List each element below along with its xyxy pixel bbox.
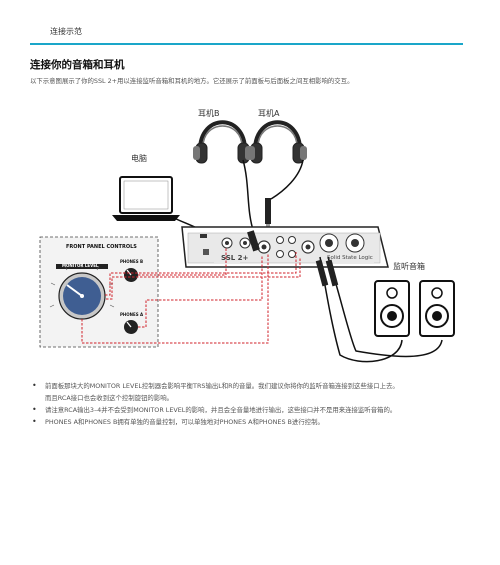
note-line: PHONES A和PHONES B拥有单独的音量控制，可以单独地对PHONES … xyxy=(45,418,324,426)
device-model-label: SSL 2+ xyxy=(221,254,249,262)
speaker-left-icon xyxy=(374,280,410,337)
header-rule xyxy=(30,43,463,45)
monitor-level-knob-icon xyxy=(58,272,106,320)
note-line: 而且RCA接口也会收到这个控制旋钮的影响。 xyxy=(45,394,173,402)
audio-interface-icon xyxy=(181,226,389,268)
list-item: 前面板那块大的MONITOR LEVEL控制器会影响平衡TRS输出L和R的音量。… xyxy=(30,380,470,404)
headphone-a-icon xyxy=(248,120,307,164)
list-item: 请注意RCA输出3–4并不会受到MONITOR LEVEL的影响，并且会全音量地… xyxy=(30,404,470,416)
connection-diagram: 耳机B 耳机A 电脑 监听音箱 FRONT PANEL CONTROLS MON… xyxy=(0,95,500,380)
label-computer: 电脑 xyxy=(131,154,147,163)
label-headphone-a: 耳机A xyxy=(258,109,280,118)
connection-diagram-graphic xyxy=(39,120,455,363)
note-line: 前面板那块大的MONITOR LEVEL控制器会影响平衡TRS输出L和R的音量。… xyxy=(45,382,399,390)
header-label: 连接示范 xyxy=(50,27,82,36)
label-monitors: 监听音箱 xyxy=(393,262,425,271)
phones-b-knob-icon xyxy=(124,268,138,282)
headphone-b-icon xyxy=(193,120,252,164)
speaker-right-icon xyxy=(419,280,455,337)
notes-list: 前面板那块大的MONITOR LEVEL控制器会影响平衡TRS输出L和R的音量。… xyxy=(30,380,470,428)
label-headphone-b: 耳机B xyxy=(198,109,220,118)
note-line: 请注意RCA输出3–4并不会受到MONITOR LEVEL的影响，并且会全音量地… xyxy=(45,406,397,414)
phones-a-knob-icon xyxy=(124,320,138,334)
label-phones-b: PHONES B xyxy=(120,259,144,264)
list-item: PHONES A和PHONES B拥有单独的音量控制，可以单独地对PHONES … xyxy=(30,416,470,428)
laptop-icon xyxy=(112,176,180,221)
section-title: 连接你的音箱和耳机 xyxy=(30,59,125,71)
device-brand-label: Solid State Logic xyxy=(327,255,373,261)
label-monitor-level: MONITOR LEVEL xyxy=(62,263,99,268)
label-phones-a: PHONES A xyxy=(120,312,144,317)
label-front-panel: FRONT PANEL CONTROLS xyxy=(66,244,137,250)
intro-text: 以下示意图展示了你的SSL 2+用以连接监听音箱和耳机的地方。它还展示了前面板与… xyxy=(30,77,354,85)
